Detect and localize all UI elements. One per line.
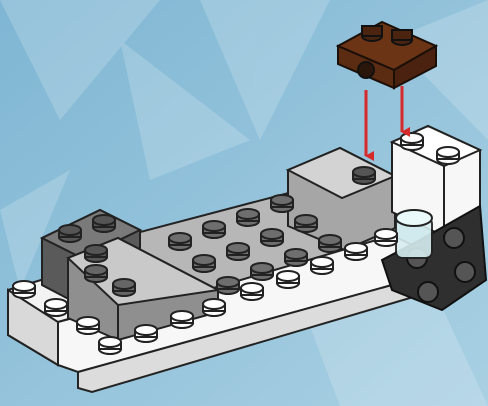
- stud: [261, 229, 283, 246]
- stud: [311, 257, 333, 274]
- stud: [85, 245, 107, 262]
- stud: [99, 337, 121, 354]
- stud: [113, 279, 135, 296]
- stud: [241, 283, 263, 300]
- stud: [203, 299, 225, 316]
- stud: [271, 195, 293, 212]
- stud: [345, 243, 367, 260]
- stud: [193, 255, 215, 272]
- stud: [85, 265, 107, 282]
- stud: [319, 235, 341, 252]
- stud: [251, 263, 273, 280]
- stud: [59, 225, 81, 242]
- stud: [401, 133, 423, 150]
- stud: [93, 215, 115, 232]
- stud: [203, 221, 225, 238]
- stud: [135, 325, 157, 342]
- stud: [277, 271, 299, 288]
- stud: [169, 233, 191, 250]
- stud: [217, 277, 239, 294]
- stud: [13, 281, 35, 298]
- transparent-round-plate: [396, 210, 432, 258]
- stud: [227, 243, 249, 260]
- stud: [375, 229, 397, 246]
- stud: [285, 249, 307, 266]
- stud: [437, 147, 459, 164]
- stud: [353, 167, 375, 184]
- stud: [295, 215, 317, 232]
- stud: [171, 311, 193, 328]
- stud: [45, 299, 67, 316]
- stud: [77, 317, 99, 334]
- stud: [237, 209, 259, 226]
